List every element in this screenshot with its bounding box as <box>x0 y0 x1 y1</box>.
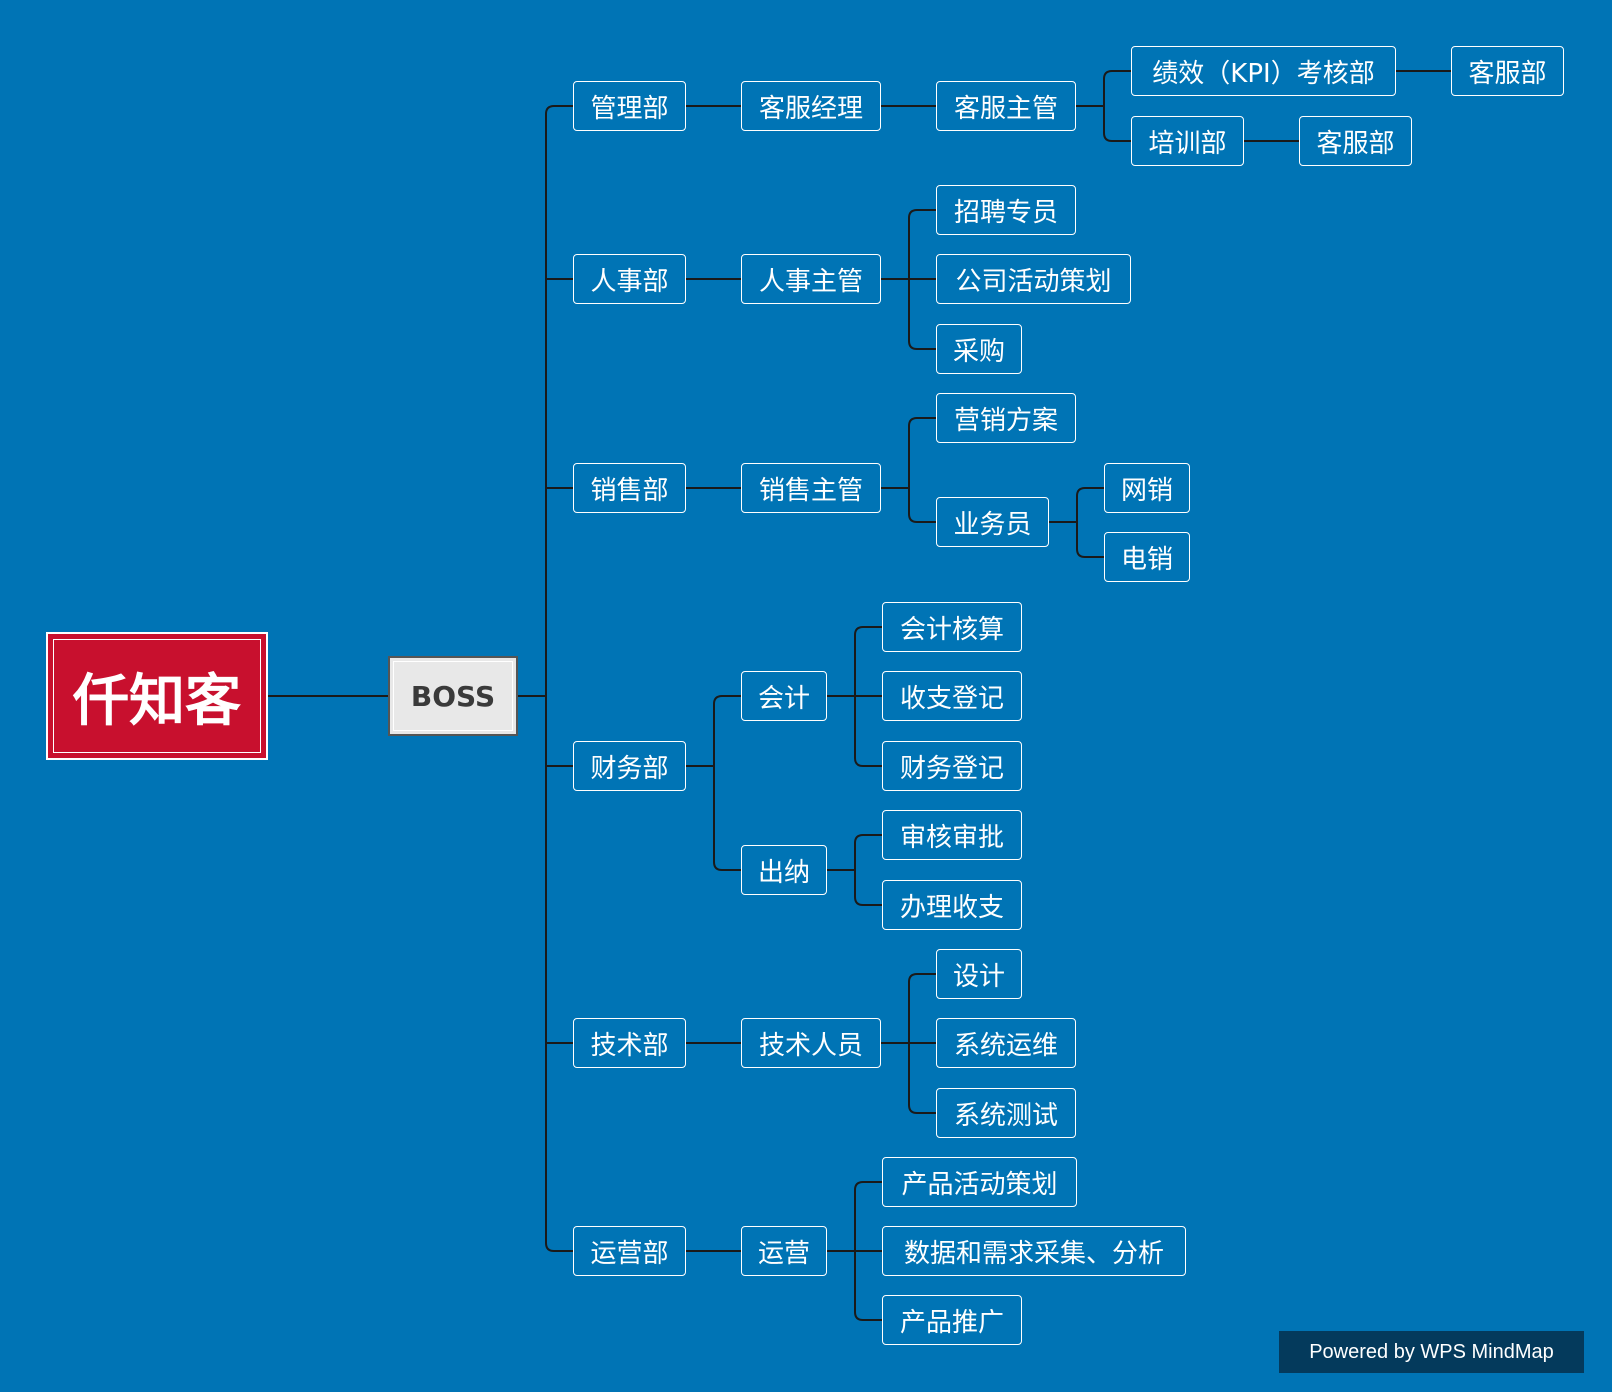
boss-node[interactable]: BOSS <box>388 656 518 736</box>
dept-node-tech[interactable]: 技术部 <box>573 1018 686 1068</box>
node-training-department[interactable]: 培训部 <box>1131 116 1244 166</box>
node-customer-service-supervisor[interactable]: 客服主管 <box>936 81 1076 131</box>
root-label: 仟知客 <box>73 668 241 734</box>
service-connector <box>1103 70 1131 80</box>
node-hr-supervisor[interactable]: 人事主管 <box>741 254 881 304</box>
hr-connector <box>908 209 936 219</box>
hr-connector <box>908 340 936 350</box>
finance-connector <box>713 861 741 871</box>
finance-connector <box>713 695 741 705</box>
tech-connector <box>908 1104 936 1114</box>
node-sales-supervisor[interactable]: 销售主管 <box>741 463 881 513</box>
cashier-connector <box>854 834 882 844</box>
tech-connector <box>908 973 936 983</box>
dept-node-operations[interactable]: 运营部 <box>573 1226 686 1276</box>
sales-connector <box>908 417 936 427</box>
node-salesperson[interactable]: 业务员 <box>936 497 1049 547</box>
node-system-ops[interactable]: 系统运维 <box>936 1018 1076 1068</box>
dept-node-hr[interactable]: 人事部 <box>573 254 686 304</box>
boss-label: BOSS <box>410 679 496 713</box>
node-cashier[interactable]: 出纳 <box>741 845 827 895</box>
node-purchasing[interactable]: 采购 <box>936 324 1022 374</box>
node-customer-service-dept-b[interactable]: 客服部 <box>1299 116 1412 166</box>
node-operation[interactable]: 运营 <box>741 1226 827 1276</box>
node-accounting[interactable]: 会计 <box>741 671 827 721</box>
node-system-testing[interactable]: 系统测试 <box>936 1088 1076 1138</box>
node-company-event-planning[interactable]: 公司活动策划 <box>936 254 1131 304</box>
salesperson-connector <box>1076 487 1104 497</box>
boss-dept-connector <box>545 105 573 115</box>
dept-node-management[interactable]: 管理部 <box>573 81 686 131</box>
accounting-connector <box>854 626 882 636</box>
accounting-connector <box>854 757 882 767</box>
node-accounting-check[interactable]: 会计核算 <box>882 602 1022 652</box>
node-product-event-planning[interactable]: 产品活动策划 <box>882 1157 1077 1207</box>
node-data-requirements-analysis[interactable]: 数据和需求采集、分析 <box>882 1226 1186 1276</box>
node-product-promotion[interactable]: 产品推广 <box>882 1295 1022 1345</box>
node-customer-service-dept-a[interactable]: 客服部 <box>1451 46 1564 96</box>
node-design[interactable]: 设计 <box>936 949 1022 999</box>
operations-connector <box>854 1311 882 1321</box>
node-online-sales[interactable]: 网销 <box>1104 463 1190 513</box>
dept-node-finance[interactable]: 财务部 <box>573 741 686 791</box>
node-kpi-department[interactable]: 绩效（KPI）考核部 <box>1131 46 1396 96</box>
node-income-expense-record[interactable]: 收支登记 <box>882 671 1022 721</box>
service-connector <box>1103 132 1131 142</box>
node-recruiter[interactable]: 招聘专员 <box>936 185 1076 235</box>
node-handle-payments[interactable]: 办理收支 <box>882 880 1022 930</box>
node-telesales[interactable]: 电销 <box>1104 532 1190 582</box>
powered-by-badge: Powered by WPS MindMap <box>1279 1331 1584 1373</box>
cashier-connector <box>854 896 882 906</box>
sales-connector <box>908 513 936 523</box>
root-node[interactable]: 仟知客 <box>46 632 268 760</box>
boss-dept-connector <box>545 1242 573 1252</box>
node-marketing-plan[interactable]: 营销方案 <box>936 393 1076 443</box>
dept-node-sales[interactable]: 销售部 <box>573 463 686 513</box>
node-review-approval[interactable]: 审核审批 <box>882 810 1022 860</box>
node-financial-record[interactable]: 财务登记 <box>882 741 1022 791</box>
salesperson-connector <box>1076 548 1104 558</box>
node-tech-staff[interactable]: 技术人员 <box>741 1018 881 1068</box>
node-customer-service-manager[interactable]: 客服经理 <box>741 81 881 131</box>
operations-connector <box>854 1181 882 1191</box>
